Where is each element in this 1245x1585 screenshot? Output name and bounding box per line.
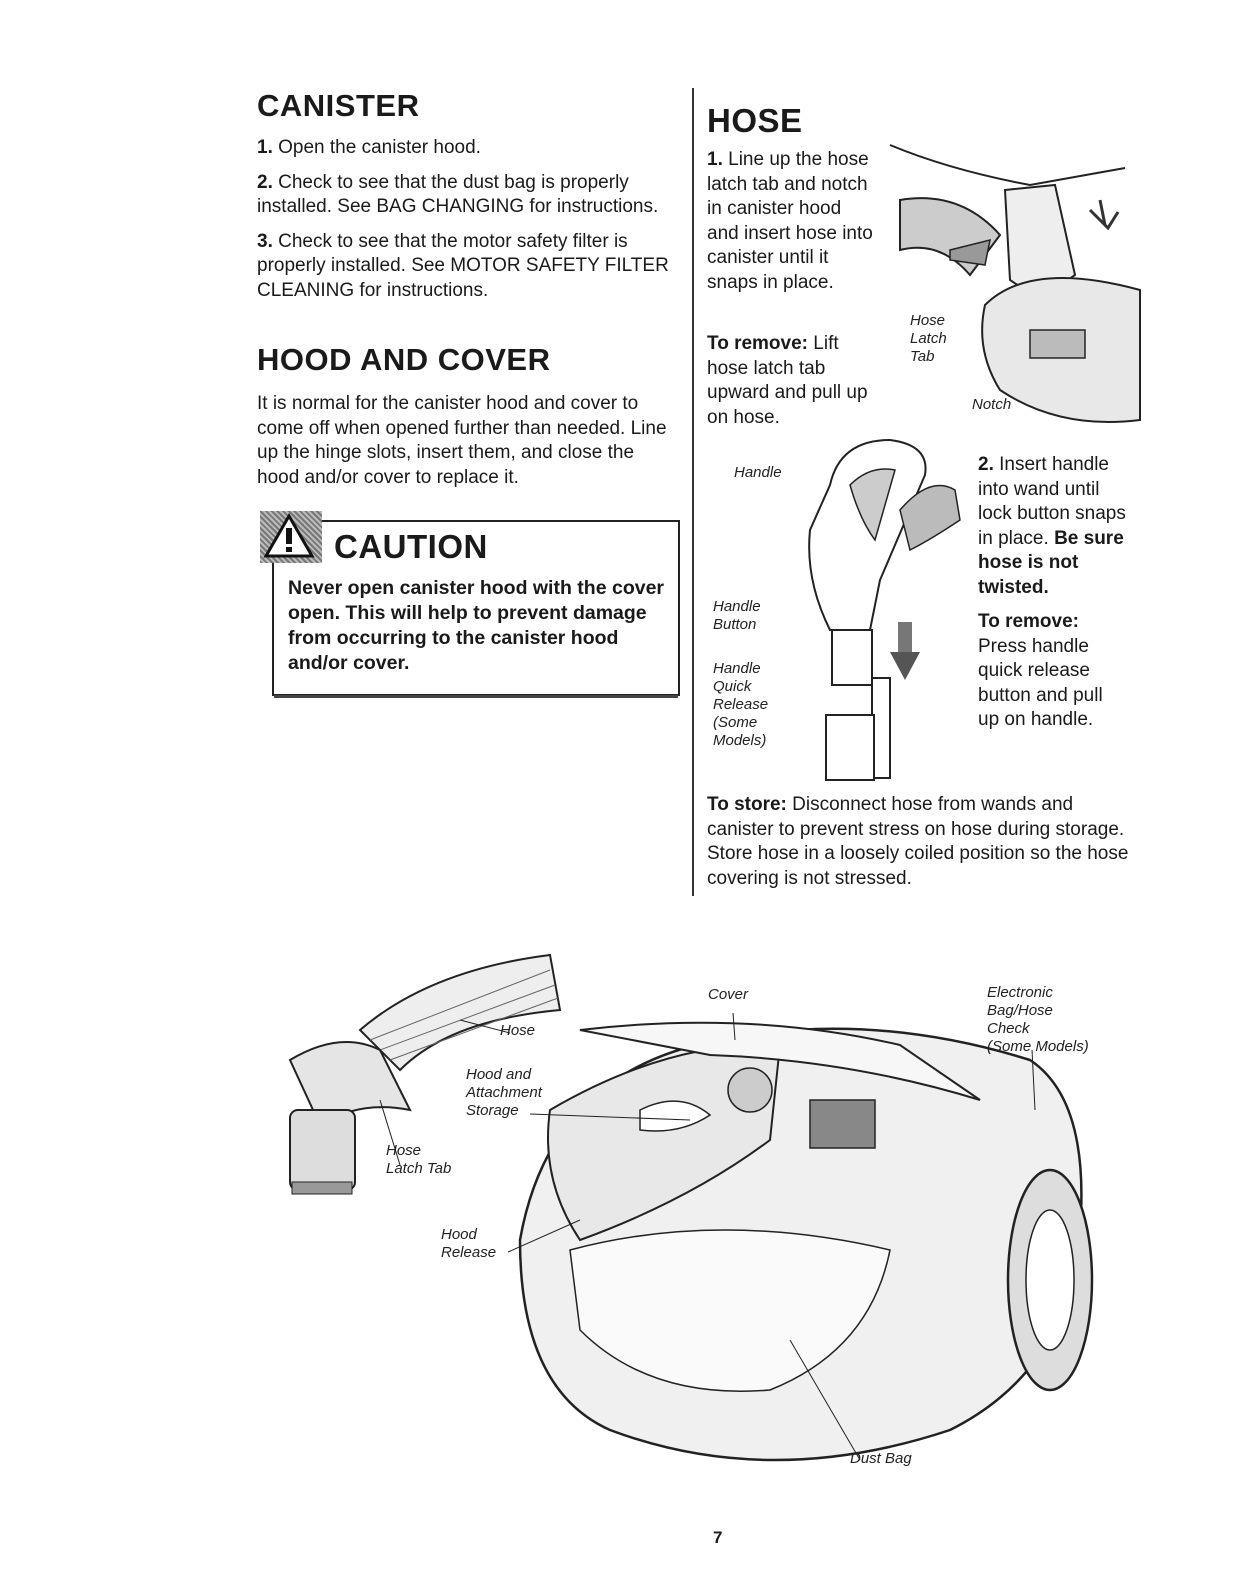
hose-step-2: 2. Insert handle into wand until lock bu… <box>978 454 1126 598</box>
caution-box: CAUTION Never open canister hood with th… <box>260 511 680 698</box>
canister-steps: 1. Open the canister hood. 2. Check to s… <box>257 136 677 313</box>
canister-step-2: 2. Check to see that the dust bag is pro… <box>257 171 659 218</box>
hood-cover-heading: HOOD AND COVER <box>257 342 551 377</box>
warning-icon <box>263 512 315 558</box>
notch-label: Notch <box>972 396 1012 413</box>
column-divider <box>692 88 694 896</box>
canister-illustration <box>288 953 1094 1462</box>
storage-label: Hood and Attachment Storage <box>466 1066 542 1119</box>
hose-insertion-illustration <box>889 144 1141 423</box>
electronic-check-label: Electronic Bag/Hose Check (Some Models) <box>987 984 1089 1055</box>
handle-button-label: Handle Button <box>713 598 761 633</box>
hood-cover-text: It is normal for the canister hood and c… <box>257 393 667 488</box>
hose-remove-2: To remove: Press handle quick release bu… <box>978 611 1103 730</box>
canister-step-3: 3. Check to see that the motor safety fi… <box>257 230 669 301</box>
hose-step-1: 1. Line up the hose latch tab and notch … <box>707 149 873 293</box>
handle-label: Handle <box>734 464 782 481</box>
canister-heading: CANISTER <box>257 88 420 123</box>
hose-store: To store: Disconnect hose from wands and… <box>707 794 1129 889</box>
handle-illustration <box>808 438 961 781</box>
caution-text: Never open canister hood with the cover … <box>288 577 665 674</box>
hose-latch-tab-label: Hose Latch Tab <box>910 312 947 365</box>
page-number: 7 <box>713 1528 723 1547</box>
hose-heading: HOSE <box>707 102 803 139</box>
canister-step-1: 1. Open the canister hood. <box>257 137 481 158</box>
hose-remove-1: To remove: Lift hose latch tab upward an… <box>707 333 868 428</box>
cover-label: Cover <box>708 986 749 1003</box>
handle-quick-release-label: Handle Quick Release (Some Models) <box>713 660 769 749</box>
hose-latch-label: Hose Latch Tab <box>386 1142 452 1177</box>
hose-label: Hose <box>500 1022 536 1039</box>
dust-bag-label: Dust Bag <box>850 1450 912 1467</box>
caution-title: CAUTION <box>334 528 488 565</box>
hood-release-label: Hood Release <box>441 1226 497 1261</box>
